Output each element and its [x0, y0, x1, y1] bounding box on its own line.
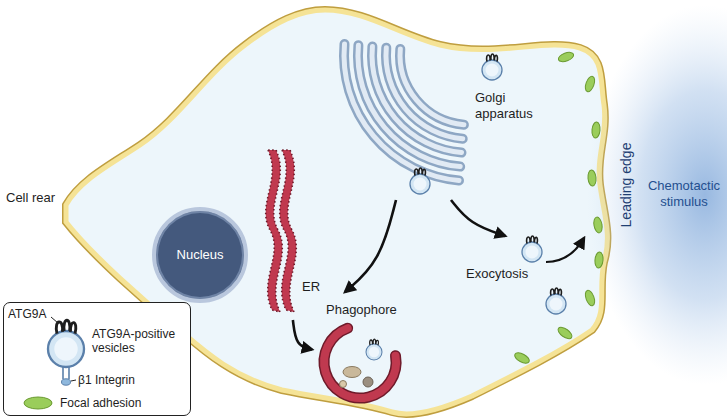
legend-entry: Focal adhesion — [60, 396, 180, 410]
region-label: Cell rear — [6, 190, 55, 206]
focal-adhesion — [556, 325, 574, 341]
cargo — [363, 377, 373, 387]
node-label: Exocytosis — [466, 266, 528, 282]
exocytosis-region: Exocytosis — [462, 236, 554, 286]
vesicle — [546, 288, 566, 314]
vesicle-icon — [48, 320, 84, 367]
vesicle — [522, 236, 542, 262]
node-label: Phagophore — [326, 302, 397, 318]
golgi-region: Golgi apparatus — [330, 30, 550, 200]
phagophore — [324, 328, 396, 398]
node-label: Golgi apparatus — [475, 90, 547, 121]
integrin-head — [62, 379, 71, 385]
phagophore-membrane — [324, 328, 396, 398]
transport-arrow — [345, 200, 396, 292]
protein-label: ATG9A — [8, 307, 46, 321]
golgi-stack — [344, 44, 464, 181]
transport-arrow — [451, 200, 505, 236]
golgi-lumen — [358, 45, 460, 166]
leader-line — [71, 380, 76, 381]
leader-line — [51, 317, 58, 323]
legend-swatch — [24, 397, 52, 409]
focal-adhesion — [587, 170, 596, 187]
phagophore-membrane — [324, 328, 396, 398]
golgi-lumen — [344, 44, 459, 181]
focal-adhesion — [593, 216, 604, 233]
legend-box: ATG9A β1 Integrin ATG9A-positive vesiclesF… — [3, 302, 191, 416]
golgi-lumen — [372, 47, 461, 153]
endoplasmic-reticulum — [266, 150, 297, 312]
cargo — [340, 381, 347, 388]
er-region: ER — [256, 145, 323, 320]
focal-adhesion — [557, 51, 575, 64]
integrin-stalk — [62, 367, 64, 379]
vesicle — [410, 168, 430, 194]
node-label: Nucleus — [177, 247, 224, 263]
focal-adhesion — [584, 289, 597, 307]
transport-arrow — [293, 320, 312, 350]
focal-adhesions — [513, 51, 604, 366]
phagophore-region: Phagophore — [312, 292, 412, 407]
focal-adhesion — [594, 252, 603, 269]
golgi-lumen — [386, 48, 463, 139]
vesicle — [366, 339, 382, 360]
er-band — [266, 150, 283, 312]
legend-label: Focal adhesion — [60, 396, 180, 410]
exocytosis-arrow — [546, 238, 584, 262]
region-label: Leading edge — [618, 143, 635, 228]
stimulus-label: Chemotactic stimulus — [645, 178, 723, 209]
node-label: ER — [302, 279, 320, 295]
cargo — [343, 367, 361, 378]
focal-adhesion — [513, 351, 531, 366]
focal-adhesion — [591, 122, 600, 139]
focal-adhesion — [584, 75, 597, 93]
integrin-stalk — [68, 367, 70, 379]
legend-entry: ATG9A-positive vesicles — [92, 327, 188, 356]
vesicle — [482, 54, 502, 80]
nucleus-circle: Nucleus — [152, 207, 248, 303]
chemotactic-glow — [587, 5, 727, 385]
protein-label: β1 Integrin — [78, 373, 135, 387]
er-band — [280, 150, 297, 312]
legend-label: ATG9A-positive vesicles — [92, 327, 188, 356]
